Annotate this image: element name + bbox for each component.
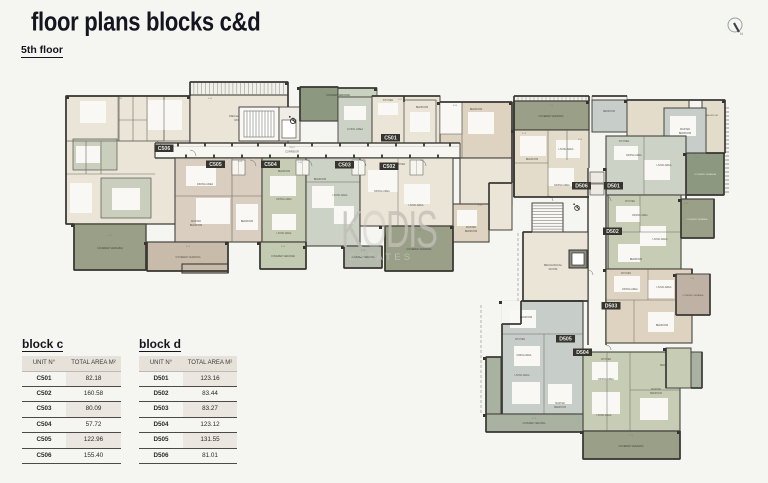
svg-text:D501: D501: [607, 184, 620, 190]
svg-text:KITCHEN: KITCHEN: [601, 359, 611, 361]
svg-text:4.60: 4.60: [118, 98, 123, 100]
svg-text:BEDROOM: BEDROOM: [278, 170, 290, 173]
svg-text:LIVING AREA: LIVING AREA: [657, 164, 672, 167]
svg-text:COVERED VERANDA: COVERED VERANDA: [175, 256, 200, 259]
svg-text:CORRIDOR: CORRIDOR: [285, 150, 299, 154]
svg-text:4.65: 4.65: [578, 139, 583, 141]
svg-text:DINING AREA: DINING AREA: [622, 288, 638, 291]
svg-text:3.41: 3.41: [695, 157, 700, 159]
svg-text:3.05: 3.05: [238, 161, 243, 163]
svg-text:COVERED VERANDA: COVERED VERANDA: [522, 422, 546, 425]
svg-text:33.10: 33.10: [289, 147, 295, 149]
svg-text:LIVING AREA: LIVING AREA: [277, 232, 292, 235]
svg-text:BEDROOM: BEDROOM: [470, 108, 482, 111]
svg-text:COVERED VERANDA: COVERED VERANDA: [326, 94, 350, 97]
svg-text:KITCHEN: KITCHEN: [625, 201, 635, 203]
svg-text:DINING AREA: DINING AREA: [517, 354, 532, 357]
svg-text:KITCHEN: KITCHEN: [619, 140, 630, 143]
svg-text:2.45: 2.45: [298, 162, 303, 164]
svg-text:D504: D504: [576, 350, 589, 356]
svg-text:BEDROOM: BEDROOM: [603, 111, 615, 113]
svg-text:LIVING AREA: LIVING AREA: [597, 414, 612, 417]
svg-text:MECHANICAL: MECHANICAL: [544, 263, 563, 267]
svg-text:DINING AREA: DINING AREA: [554, 184, 570, 187]
svg-text:COVERED VERANDA: COVERED VERANDA: [538, 115, 563, 118]
svg-text:LIVING AREA: LIVING AREA: [653, 238, 668, 241]
svg-text:BEDROOM: BEDROOM: [241, 220, 253, 223]
svg-text:BEDROOM: BEDROOM: [314, 178, 326, 181]
svg-text:DINING AREA: DINING AREA: [374, 190, 390, 193]
svg-text:3.45: 3.45: [532, 418, 537, 420]
svg-text:D502: D502: [606, 229, 619, 235]
svg-text:3.15: 3.15: [361, 250, 366, 252]
svg-text:5.90: 5.90: [629, 435, 634, 437]
svg-text:KITCHEN: KITCHEN: [395, 163, 406, 166]
svg-text:ROOM: ROOM: [549, 267, 558, 271]
svg-text:BEDROOM: BEDROOM: [190, 224, 202, 227]
svg-text:COVERED VERANDA: COVERED VERANDA: [694, 173, 717, 176]
svg-text:4.40: 4.40: [208, 98, 213, 100]
svg-text:DINING AREA: DINING AREA: [598, 378, 614, 381]
svg-text:COVERED VERANDA: COVERED VERANDA: [687, 218, 709, 221]
svg-text:KITCHEN: KITCHEN: [621, 273, 631, 275]
svg-text:LIVING AREA: LIVING AREA: [333, 194, 348, 197]
svg-text:C505: C505: [209, 162, 222, 168]
svg-text:BEDROOM: BEDROOM: [679, 132, 691, 135]
svg-text:C501: C501: [384, 136, 397, 142]
svg-text:C504: C504: [264, 162, 277, 168]
svg-text:N: N: [740, 31, 743, 36]
svg-text:COVERED VERANDA: COVERED VERANDA: [351, 256, 375, 259]
svg-text:BEDROOM: BEDROOM: [465, 230, 477, 233]
svg-text:4.25: 4.25: [186, 246, 191, 248]
svg-text:MASTER: MASTER: [191, 220, 201, 223]
svg-text:MASTER: MASTER: [680, 128, 690, 131]
svg-text:LIVING AREA: LIVING AREA: [657, 286, 672, 289]
svg-text:D506: D506: [575, 184, 588, 190]
svg-text:2.15: 2.15: [478, 205, 483, 207]
svg-text:LIVING AREA: LIVING AREA: [559, 148, 574, 151]
svg-text:BEDROOM: BEDROOM: [416, 106, 428, 109]
svg-text:COVERED VERANDA: COVERED VERANDA: [618, 445, 643, 448]
svg-text:BEDROOM: BEDROOM: [554, 407, 566, 409]
svg-text:MASTER: MASTER: [466, 226, 476, 229]
svg-text:COVERED VERANDA: COVERED VERANDA: [97, 246, 123, 250]
svg-text:D503: D503: [605, 304, 618, 310]
svg-text:BEDROOM: BEDROOM: [526, 158, 538, 161]
svg-text:DINING AREA: DINING AREA: [626, 154, 642, 157]
svg-text:4.40: 4.40: [417, 230, 422, 232]
svg-text:COVERED VERANDA: COVERED VERANDA: [406, 248, 431, 251]
svg-text:3.10: 3.10: [522, 133, 527, 135]
svg-text:DINING AREA: DINING AREA: [197, 183, 213, 186]
svg-text:C502: C502: [383, 164, 396, 170]
svg-text:6.65: 6.65: [453, 105, 458, 107]
svg-text:C503: C503: [338, 163, 351, 169]
svg-text:KITCHEN: KITCHEN: [515, 339, 525, 341]
svg-text:LIVING AREA: LIVING AREA: [409, 204, 424, 207]
svg-text:KITCHEN: KITCHEN: [383, 99, 394, 102]
svg-text:BEDROOM: BEDROOM: [630, 258, 642, 261]
svg-text:BEDROOM: BEDROOM: [650, 393, 662, 395]
svg-text:4.40: 4.40: [281, 246, 286, 248]
svg-text:5.40: 5.40: [108, 235, 113, 237]
svg-text:DINING AREA: DINING AREA: [276, 198, 292, 201]
svg-text:7.40: 7.40: [549, 105, 554, 107]
svg-text:MASTER: MASTER: [555, 402, 565, 405]
svg-text:2.34: 2.34: [690, 278, 695, 280]
svg-text:LIVING AREA: LIVING AREA: [515, 374, 530, 377]
svg-text:BEDROOM: BEDROOM: [656, 324, 668, 327]
svg-text:BEDROOM: BEDROOM: [520, 316, 532, 319]
svg-text:COVERED VERANDA: COVERED VERANDA: [683, 294, 705, 297]
svg-text:4.44: 4.44: [684, 203, 689, 205]
svg-text:BEDROOM: BEDROOM: [706, 115, 717, 117]
svg-text:D505: D505: [559, 337, 572, 343]
svg-text:COVERED VERANDA: COVERED VERANDA: [271, 255, 295, 258]
svg-text:MASTER: MASTER: [651, 388, 661, 391]
svg-text:C506: C506: [158, 146, 171, 152]
svg-text:4.05: 4.05: [398, 99, 403, 101]
svg-text:LIVING AREA: LIVING AREA: [347, 127, 363, 131]
